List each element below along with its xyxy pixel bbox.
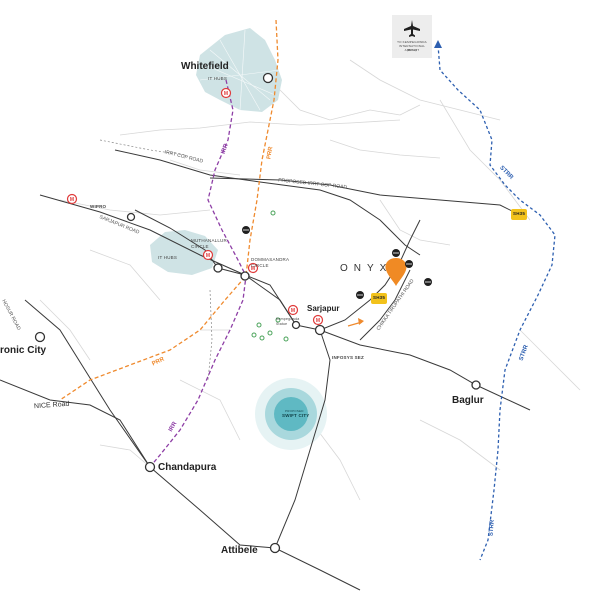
svg-text:M: M [316, 318, 320, 324]
muthanallur-junction [213, 263, 223, 273]
sarjapur-attibele-line [274, 329, 331, 549]
chikka-road-line-2 [359, 269, 411, 341]
nice-road-line [0, 379, 151, 468]
label-wipro: WIPRO [90, 204, 107, 209]
dommasandra-junction [240, 271, 250, 281]
location-pin-icon [385, 258, 407, 286]
park-dots [251, 210, 289, 342]
hosur-road-line [24, 299, 361, 591]
label-it-hubs-1: IT HUBS [208, 76, 228, 81]
irr-route [149, 79, 247, 468]
school-icon-marks [243, 229, 431, 296]
sarjapur-junction [314, 324, 326, 336]
prr-route [59, 19, 279, 401]
baglur-junction [471, 380, 481, 390]
metro-markers [66, 87, 324, 326]
sh35-shield [511, 209, 527, 220]
whitefield-hub-grid [199, 29, 281, 111]
metro-icon [247, 262, 259, 274]
strr-arrow-head [434, 40, 442, 48]
strr-route [437, 44, 556, 561]
label-sh35: SH35 [513, 211, 526, 216]
onyx-arrow-head [358, 318, 364, 325]
main-roads [0, 149, 531, 591]
label-sh35-b: SH35 [373, 295, 386, 300]
whitefield-junction [262, 72, 274, 84]
label-it-hubs-2: IT HUBS [158, 255, 178, 260]
electronic-city-junction [34, 331, 46, 343]
muthanallur-link [134, 209, 246, 276]
swift-city-inner [274, 397, 308, 431]
attibele-junction [269, 542, 281, 554]
place-chandapura: Chandapura [158, 462, 217, 473]
label-kempegowda: Kempegowda Statue [276, 317, 300, 326]
proposed-road-line [209, 177, 521, 216]
chikka-road-line [319, 219, 421, 331]
chandapura-junction [144, 461, 156, 473]
sarjapur-east-line [319, 329, 531, 411]
svg-text:M: M [70, 197, 74, 203]
kempegowda-junction [291, 320, 301, 330]
metro-letters: M M M M M M [70, 91, 320, 324]
junctions [34, 72, 481, 554]
label-muthanallur: MUTHANALLUR CIRCLE [191, 238, 227, 249]
metro-icon [220, 87, 232, 99]
svg-text:M: M [206, 253, 210, 259]
airport-box [392, 15, 432, 58]
irrt-road-line [114, 149, 421, 256]
svg-text:M: M [291, 308, 295, 314]
label-swift-small: PROPOSED [285, 409, 304, 413]
wipro-junction [126, 212, 136, 222]
background-streets [39, 59, 581, 501]
label-airport-code: (BIAL) [407, 48, 417, 52]
muthanallur-it-hub-area [150, 230, 218, 275]
label-swift-city: SWIFT CITY [282, 413, 310, 418]
label-infosys: INFOSYS SEZ [332, 355, 364, 360]
airplane-icon [404, 20, 420, 37]
dommasandra-link [244, 274, 297, 326]
minor-dashed-lines [99, 139, 213, 381]
place-whitefield: Whitefield [181, 61, 229, 72]
place-electronic-city: ronic City [0, 345, 47, 356]
svg-text:M: M [224, 91, 228, 97]
place-baglur: Baglur [452, 395, 484, 406]
place-sarjapur: Sarjapur [307, 304, 340, 313]
metro-icon [312, 314, 324, 326]
label-onyx: ONYX [340, 263, 393, 274]
sh35-shield-b [371, 293, 387, 304]
metro-icon [66, 193, 78, 205]
metro-icon [287, 304, 299, 316]
label-dommasandra: DOMMASANDRA CIRCLE [251, 257, 289, 268]
metro-icon [202, 249, 214, 261]
svg-text:M: M [251, 266, 255, 272]
label-airport: TO KEMPEGOWDA INTERNATIONAL AIRPORT [397, 40, 427, 52]
whitefield-it-hub-area [196, 28, 282, 112]
place-attibele: Attibele [221, 545, 258, 556]
